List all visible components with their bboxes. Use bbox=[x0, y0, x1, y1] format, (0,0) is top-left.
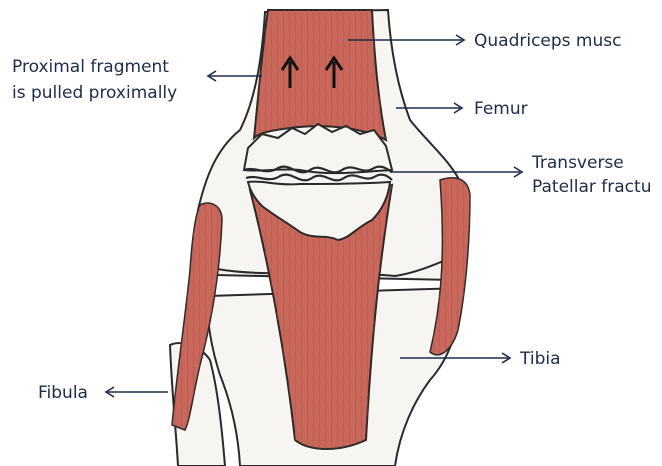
quadriceps-fibers bbox=[254, 10, 386, 140]
femur-label: Femur bbox=[474, 99, 528, 119]
transverse-fracture-label-line2: Patellar fractu bbox=[532, 177, 651, 197]
proximal-fragment-label-line1: Proximal fragment bbox=[12, 57, 169, 77]
transverse-fracture-label-line1: Transverse bbox=[531, 153, 624, 173]
proximal-fragment-label-line2: is pulled proximally bbox=[12, 83, 177, 103]
quadriceps-label: Quadriceps musc bbox=[474, 31, 621, 51]
tibia-label: Tibia bbox=[519, 349, 561, 369]
fibula-label: Fibula bbox=[38, 383, 88, 403]
